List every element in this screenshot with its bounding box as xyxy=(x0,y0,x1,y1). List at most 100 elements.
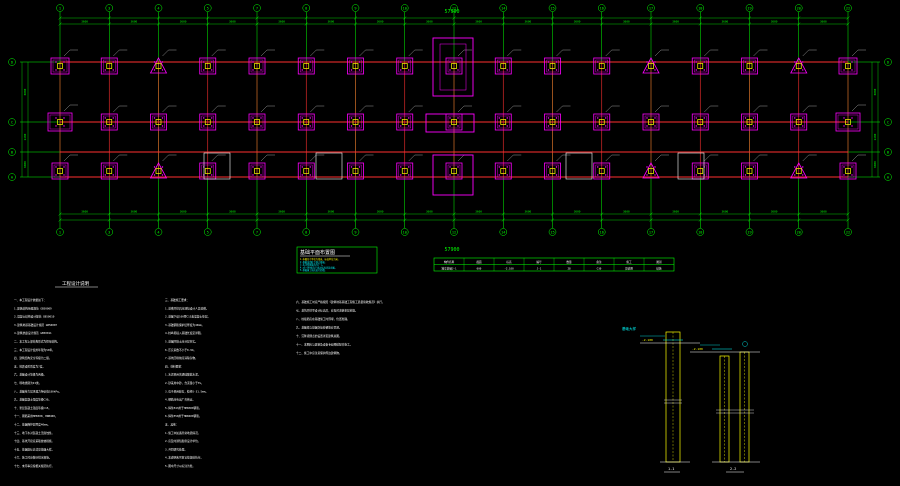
rebar-dot xyxy=(309,61,311,63)
footing-leader xyxy=(63,49,71,57)
footing-step xyxy=(52,59,68,73)
footing-leader xyxy=(507,49,514,57)
rebar-dot xyxy=(55,117,57,119)
rebar-dot xyxy=(153,125,156,127)
rebar-dot xyxy=(301,117,303,119)
footing-outline xyxy=(790,57,808,74)
note-line: 十四、基坑开挖应采取放坡措施。 xyxy=(14,439,54,443)
footing-leader xyxy=(654,49,662,57)
rebar-dot xyxy=(408,174,410,176)
span-dimension-bottom: 3600 xyxy=(771,210,778,214)
rebar-dot xyxy=(597,117,599,119)
rebar-dot xyxy=(203,61,205,63)
footing xyxy=(593,105,620,131)
grid-label-bottom: 12 xyxy=(452,231,456,235)
footing-outline xyxy=(150,113,167,131)
rebar-dot xyxy=(358,117,361,119)
column-section xyxy=(795,119,802,125)
grid-bubble-bottom xyxy=(598,228,606,236)
detail-right-caption: 2-2 xyxy=(730,467,736,471)
note-line: 5.基础回填土应分层夯实。 xyxy=(165,340,198,344)
rebar-dot xyxy=(547,61,550,63)
note-line: 十二、基础保护层厚度40mm。 xyxy=(14,423,50,427)
grid-label-top: 17 xyxy=(649,7,653,11)
dimension-tick xyxy=(550,16,555,20)
column-section xyxy=(746,63,753,69)
footing xyxy=(100,105,128,131)
rebar-dot xyxy=(794,117,796,119)
rebar-dot xyxy=(605,166,607,168)
rebar-dot xyxy=(506,117,508,119)
span-dimension-bottom: 3600 xyxy=(81,210,88,214)
footing-step xyxy=(644,115,658,129)
span-dimension-bottom: 3600 xyxy=(722,210,729,214)
schedule-header: 施工 xyxy=(626,260,632,264)
rebar-dot xyxy=(211,117,213,119)
grid-label-right: A xyxy=(887,176,890,180)
rebar-dot xyxy=(211,174,213,176)
rebar-dot xyxy=(400,69,402,71)
rebar-dot xyxy=(851,117,853,119)
rebar-dot xyxy=(358,166,361,168)
rebar-dot xyxy=(555,117,558,119)
footing-outline xyxy=(544,113,561,131)
rebar-dot xyxy=(104,69,106,71)
column-section xyxy=(204,168,211,174)
footing xyxy=(741,105,768,131)
span-dimension-top: 3600 xyxy=(574,20,581,24)
rebar-dot xyxy=(605,125,607,127)
footing-leader xyxy=(556,154,563,162)
footing-leader xyxy=(704,154,711,162)
rebar-dot xyxy=(802,117,804,119)
dimension-tick xyxy=(58,218,62,222)
footing-outline xyxy=(544,57,561,75)
schedule-cell: 结施 xyxy=(656,267,662,271)
footing-leader xyxy=(310,154,317,162)
rebar-dot xyxy=(457,166,459,168)
grid-bubble-top xyxy=(795,4,803,12)
column-section xyxy=(254,119,260,125)
rebar-dot xyxy=(63,117,65,119)
dimension-tick xyxy=(304,218,308,222)
rebar-dot xyxy=(851,61,853,63)
grid-label-top: 14 xyxy=(501,7,505,11)
top-total-dimension: 57900 xyxy=(444,9,459,15)
footing-leader xyxy=(260,105,268,113)
footing-leader xyxy=(802,49,809,57)
note-line: 九、基础混凝土强度等级C30。 xyxy=(14,398,51,402)
rebar-dot xyxy=(597,174,599,176)
column-section xyxy=(549,119,556,125)
footing-outline xyxy=(347,57,364,75)
special-footing-frame xyxy=(565,152,593,180)
rebar-dot xyxy=(449,174,451,176)
grid-label-top: 20 xyxy=(797,7,801,11)
footing-step xyxy=(595,59,608,73)
rebar-dot xyxy=(400,117,402,119)
footing-outline xyxy=(835,112,861,132)
rebar-dot xyxy=(851,174,853,176)
rebar-dot xyxy=(252,61,254,63)
footing-outline xyxy=(47,112,73,132)
footing-outline xyxy=(297,113,315,131)
footing xyxy=(642,154,669,179)
note-line: 5.图中尺寸以标注为准。 xyxy=(165,464,195,468)
footing-outline xyxy=(149,57,168,74)
footing-step xyxy=(152,115,165,129)
rebar-dot xyxy=(63,61,65,63)
span-dimension-bottom: 3600 xyxy=(180,210,187,214)
grid-label-top: 15 xyxy=(550,7,554,11)
dimension-tick xyxy=(600,218,604,222)
dimension-tick xyxy=(452,22,456,26)
span-dimension-bottom: 3600 xyxy=(820,210,827,214)
rebar-dot xyxy=(506,166,508,168)
rebar-dot xyxy=(695,61,697,63)
footing-leader xyxy=(63,154,71,162)
dimension-tick xyxy=(156,16,161,20)
grid-label-top: 16 xyxy=(600,7,604,11)
note-line: 八、柱插筋应在基础施工时预埋，位置准确。 xyxy=(296,317,350,321)
note-line: 五、抗震设防烈度为7度。 xyxy=(14,364,45,368)
footing-leader xyxy=(605,105,612,113)
grid-bubble-top xyxy=(253,4,261,12)
footing xyxy=(544,105,571,131)
